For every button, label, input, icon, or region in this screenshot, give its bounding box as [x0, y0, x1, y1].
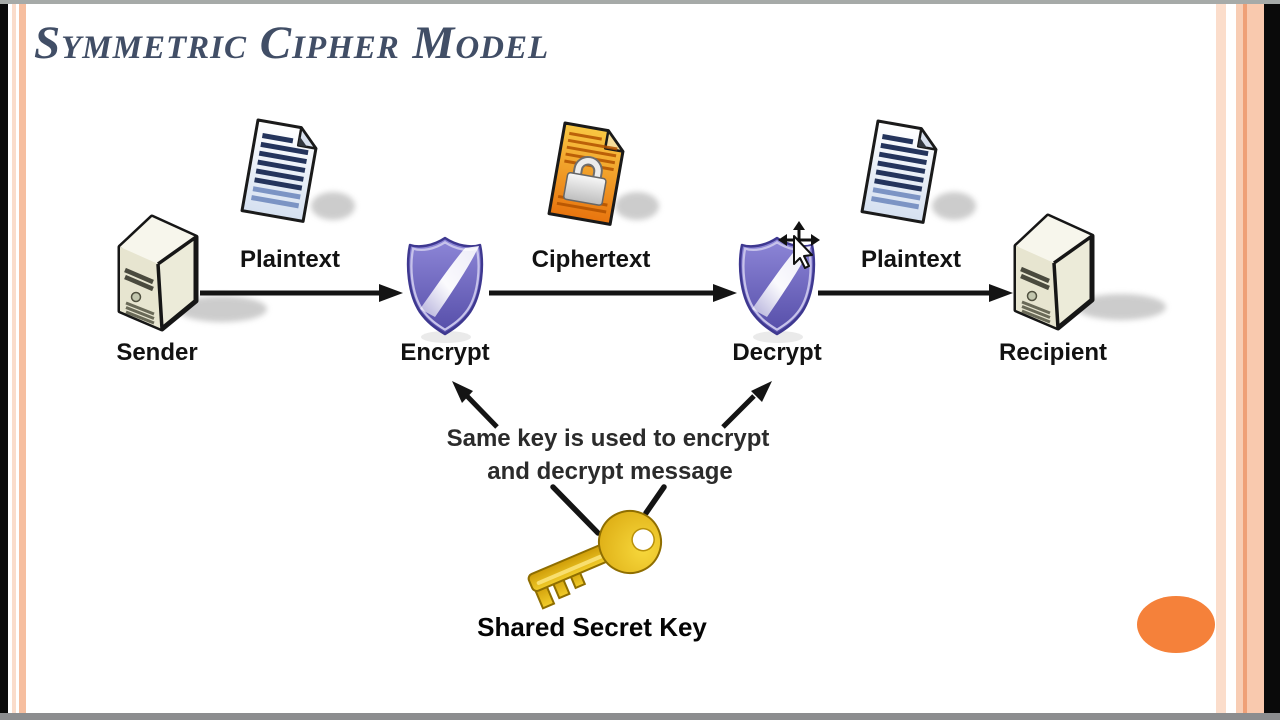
shared-key-icon: [527, 510, 662, 610]
label-sender: Sender: [116, 339, 198, 366]
plaintext-document-icon-right: [860, 119, 938, 224]
slide-title: Symmetric Cipher Model: [34, 17, 550, 69]
left-border-stripe-light: [12, 0, 16, 720]
encrypt-shield-shadow: [421, 331, 471, 343]
annotation-line1: Same key is used to encrypt: [446, 425, 770, 452]
bottom-gray-bar: [0, 713, 1280, 720]
left-black-edge: [0, 0, 8, 720]
encrypt-shield-icon: [406, 236, 484, 336]
annotation-line2: and decrypt message: [487, 458, 733, 485]
label-plaintext-right: Plaintext: [860, 246, 962, 273]
top-gray-bar: [0, 0, 1280, 4]
recipient-server-icon: [1013, 213, 1095, 331]
right-black-edge: [1264, 0, 1280, 720]
label-recipient: Recipient: [998, 339, 1108, 366]
pointer-cursor-icon: [793, 235, 813, 269]
label-encrypt: Encrypt: [400, 339, 490, 366]
label-decrypt: Decrypt: [732, 339, 822, 366]
plaintext-document-icon-left: [240, 118, 318, 223]
right-border-stripe: [1236, 0, 1243, 720]
ciphertext-locked-document-icon: [547, 121, 625, 226]
padlock-body: [563, 171, 607, 206]
label-ciphertext: Ciphertext: [531, 246, 651, 273]
move-cursor-icon: [778, 221, 820, 269]
icon-shadows: [177, 192, 1166, 322]
label-plaintext-left: Plaintext: [239, 246, 341, 273]
decrypt-shield-shadow: [753, 331, 803, 343]
left-border-stripe: [19, 0, 26, 720]
label-shared-secret-key: Shared Secret Key: [477, 612, 707, 642]
theme-accent-ellipse: [1137, 596, 1215, 653]
sender-server-icon: [117, 214, 199, 332]
key-connector-lines: [550, 484, 667, 536]
right-border-stripe-dark-line: [1243, 0, 1247, 720]
flow-arrows: [200, 284, 1013, 429]
right-border-stripe-light: [1216, 0, 1226, 720]
annotation-arrow-to-encrypt: [464, 393, 499, 429]
annotation-arrow-to-decrypt: [721, 394, 756, 429]
right-border-band: [1247, 0, 1264, 720]
